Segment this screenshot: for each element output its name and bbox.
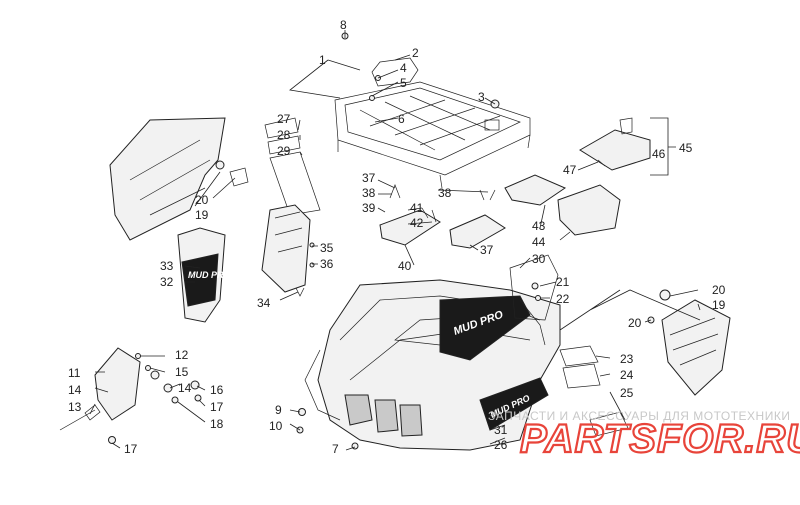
callout-17-lower: 17 <box>124 442 138 456</box>
callout-15: 15 <box>175 365 189 379</box>
callout-47: 47 <box>563 163 577 177</box>
callout-8: 8 <box>340 18 347 32</box>
callout-28: 28 <box>277 128 291 142</box>
watermark-brand: PARTSFOR.RU <box>520 417 800 461</box>
callout-36: 36 <box>320 257 334 271</box>
callout-46: 46 <box>652 147 666 161</box>
callout-29: 29 <box>277 144 291 158</box>
callout-9: 9 <box>275 403 282 417</box>
callout-40: 40 <box>398 259 412 273</box>
callout-14: 14 <box>68 383 82 397</box>
callout-11: 11 <box>68 366 81 380</box>
callout-1: 1 <box>319 53 326 67</box>
callout-32: 32 <box>160 275 174 289</box>
callout-23: 23 <box>620 352 634 366</box>
callout-19-right: 19 <box>712 298 726 312</box>
callout-5: 5 <box>400 76 407 90</box>
rack-cover-plates <box>264 117 321 216</box>
callout-43: 43 <box>532 219 546 233</box>
callout-6: 6 <box>398 112 405 126</box>
left-fender-panel <box>109 117 249 241</box>
callout-34: 34 <box>257 296 271 310</box>
callout-10: 10 <box>269 419 283 433</box>
callout-33: 33 <box>160 259 174 273</box>
callout-37-left: 37 <box>362 171 376 185</box>
callout-31: 31 <box>494 423 508 437</box>
callout-24: 24 <box>620 368 634 382</box>
callout-42: 42 <box>410 216 424 230</box>
right-fender-panel <box>659 289 731 396</box>
callout-27: 27 <box>277 112 291 126</box>
side-panel-with-decal: MUD PRO <box>177 227 231 323</box>
callout-labels: 8 1 2 4 5 3 6 27 28 29 20 19 33 32 35 36… <box>68 18 726 456</box>
front-body-fender: MUD PRO MUD PRO <box>304 279 561 451</box>
callout-41: 41 <box>410 201 424 215</box>
watermark: ЗАПЧАСТИ И АКСЕССУАРЫ ДЛЯ МОТОТЕХНИКИ PA… <box>488 409 800 462</box>
callout-16: 16 <box>210 383 224 397</box>
callout-26: 26 <box>494 438 508 452</box>
leader-lines <box>89 30 701 451</box>
callout-45: 45 <box>679 141 693 155</box>
headlight-assembly <box>59 347 202 444</box>
callout-17-upper: 17 <box>210 400 224 414</box>
center-brackets <box>379 184 559 321</box>
side-panel-decal-text: MUD PRO <box>188 270 231 280</box>
callout-37-right: 37 <box>480 243 494 257</box>
callout-7: 7 <box>332 442 339 456</box>
callout-38-left: 38 <box>362 186 376 200</box>
callout-18: 18 <box>210 417 224 431</box>
callout-20-left: 20 <box>195 193 209 207</box>
callout-2: 2 <box>412 46 419 60</box>
callout-39: 39 <box>362 201 376 215</box>
storage-lid <box>579 117 676 176</box>
callout-22: 22 <box>556 292 570 306</box>
callout-3: 3 <box>478 90 485 104</box>
watermark-subtitle: ЗАПЧАСТИ И АКСЕССУАРЫ ДЛЯ МОТОТЕХНИКИ <box>488 409 790 423</box>
front-storage-bracket <box>261 204 315 297</box>
callout-35: 35 <box>320 241 334 255</box>
callout-4: 4 <box>400 61 407 75</box>
callout-13: 13 <box>68 400 82 414</box>
callout-14-right: 14 <box>178 381 192 395</box>
callout-12: 12 <box>175 348 189 362</box>
callout-21: 21 <box>556 275 570 289</box>
storage-tray <box>504 174 621 236</box>
callout-20-right: 20 <box>712 283 726 297</box>
callout-25: 25 <box>620 386 634 400</box>
callout-20-lower: 20 <box>628 316 642 330</box>
callout-19-left: 19 <box>195 208 209 222</box>
callout-44: 44 <box>532 235 546 249</box>
callout-30: 30 <box>532 252 546 266</box>
right-decals <box>559 345 629 437</box>
front-rack <box>334 57 531 189</box>
callout-38-right: 38 <box>438 186 452 200</box>
